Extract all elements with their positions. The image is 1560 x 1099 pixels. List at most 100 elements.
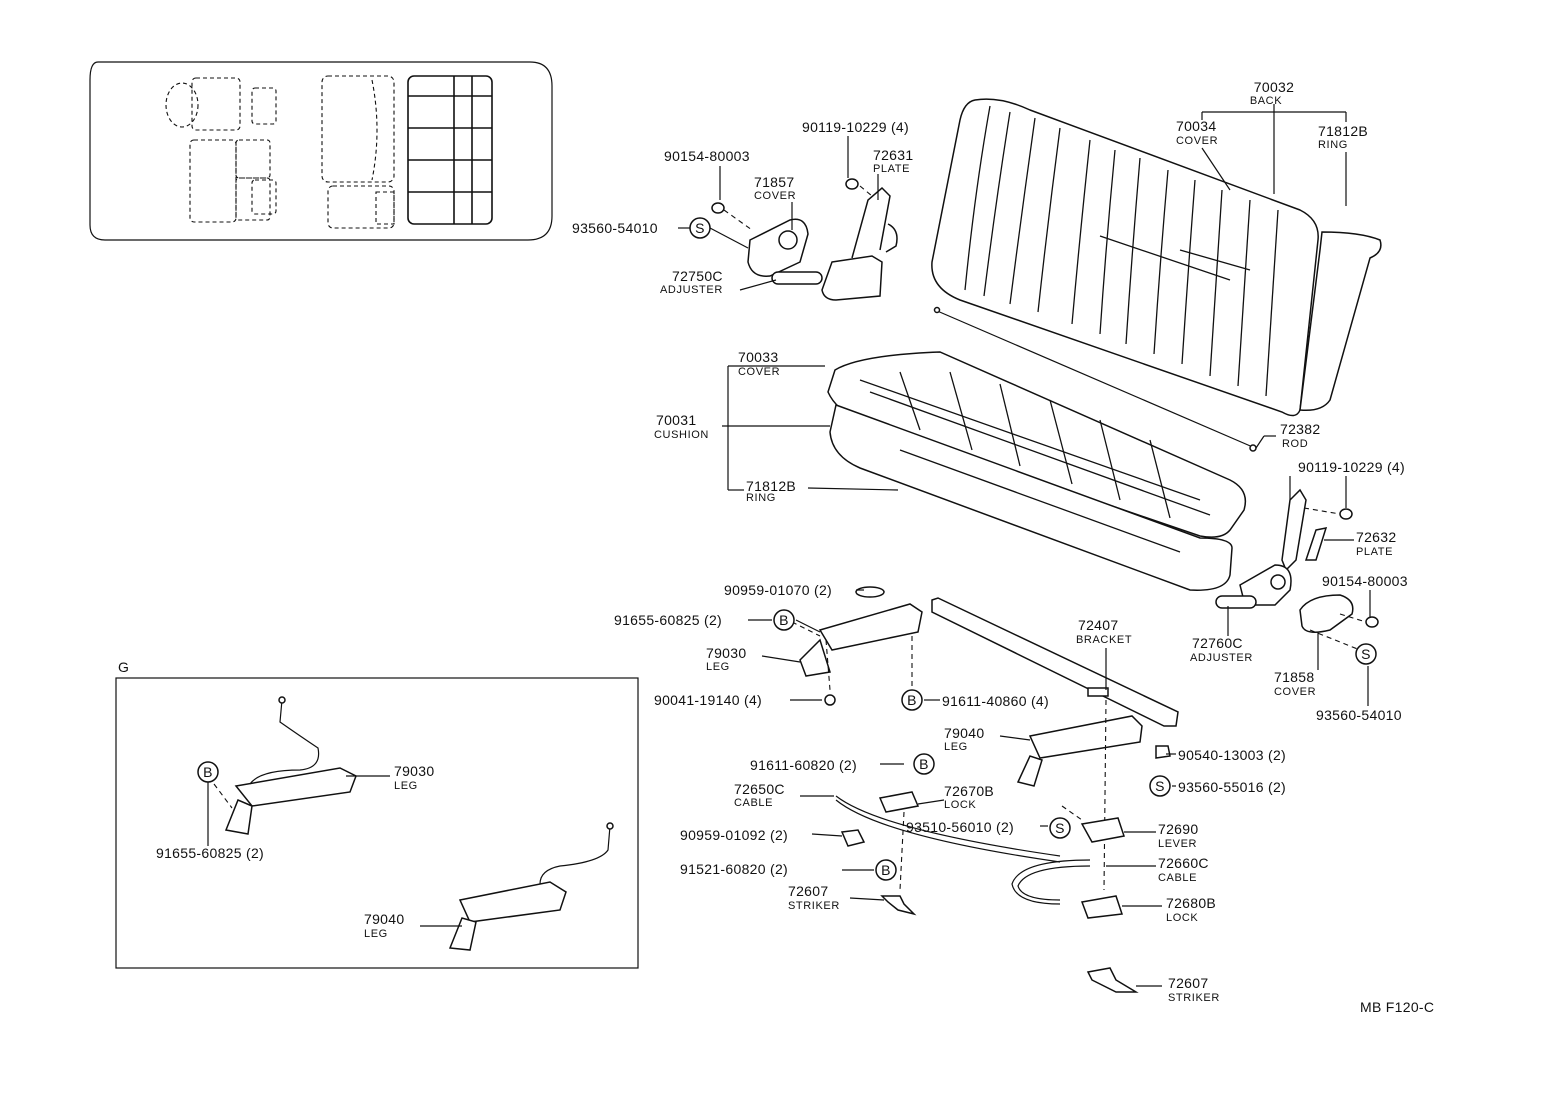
svg-text:72407: 72407	[1078, 617, 1118, 633]
callout-70034: 70034 COVER	[1176, 118, 1218, 147]
diagram-code: MB F120-C	[1360, 999, 1434, 1015]
svg-text:LEG: LEG	[944, 741, 968, 753]
callout-72650c: 72650C CABLE	[734, 781, 785, 809]
bolt-symbol: B	[773, 609, 795, 631]
callout-72670b: 72670B LOCK	[944, 783, 994, 811]
svg-text:72760C: 72760C	[1192, 635, 1243, 651]
svg-text:71812B: 71812B	[746, 478, 796, 494]
callout-71812b-back: 71812B RING	[1318, 123, 1368, 151]
screw-symbol: S	[1149, 775, 1171, 797]
svg-text:STRIKER: STRIKER	[1168, 992, 1220, 1004]
svg-text:72631: 72631	[873, 147, 913, 163]
callout-72690: 72690 LEVER	[1158, 821, 1198, 850]
part-labels: 70032 BACK 70034 COVER 71812B RING 90119…	[156, 79, 1434, 1015]
svg-text:71812B: 71812B	[1318, 123, 1368, 139]
callout-93560-55016: 93560-55016 (2)	[1178, 779, 1286, 795]
callout-91611-40860: 91611-40860 (4)	[942, 693, 1049, 709]
callout-71812b-cushion: 71812B RING	[746, 478, 796, 504]
svg-text:93560-55016 (2): 93560-55016 (2)	[1178, 779, 1286, 795]
svg-text:COVER: COVER	[754, 190, 796, 202]
callout-72760c: 72760C ADJUSTER	[1190, 635, 1252, 664]
svg-text:COVER: COVER	[1274, 686, 1316, 698]
svg-text:70034: 70034	[1176, 118, 1216, 134]
callout-72660c: 72660C CABLE	[1158, 855, 1209, 884]
callout-79030-inset: 79030 LEG	[394, 763, 434, 792]
svg-text:70031: 70031	[656, 412, 696, 428]
svg-text:BRACKET: BRACKET	[1076, 634, 1132, 646]
svg-text:93560-54010: 93560-54010	[1316, 707, 1402, 723]
svg-text:79040: 79040	[364, 911, 404, 927]
callout-93560-left: 93560-54010	[572, 220, 658, 236]
callout-72407: 72407 BRACKET	[1076, 617, 1132, 646]
svg-text:72670B: 72670B	[944, 783, 994, 799]
svg-text:91521-60820 (2): 91521-60820 (2)	[680, 861, 788, 877]
callout-90959-01070: 90959-01070 (2)	[724, 582, 832, 598]
svg-text:79040: 79040	[944, 725, 984, 741]
svg-text:S: S	[1055, 820, 1065, 836]
callout-91611-60820: 91611-60820 (2)	[750, 757, 857, 773]
svg-text:72632: 72632	[1356, 529, 1396, 545]
svg-text:LOCK: LOCK	[1166, 912, 1198, 924]
callout-90540: 90540-13003 (2)	[1178, 747, 1286, 763]
svg-text:72690: 72690	[1158, 821, 1198, 837]
svg-text:90041-19140 (4): 90041-19140 (4)	[654, 692, 762, 708]
svg-text:90959-01070 (2): 90959-01070 (2)	[724, 582, 832, 598]
svg-text:STRIKER: STRIKER	[788, 900, 840, 912]
svg-text:ROD: ROD	[1282, 438, 1308, 450]
left-hinge-parts	[711, 178, 898, 301]
callout-91655-inset: 91655-60825 (2)	[156, 845, 264, 861]
callout-72382: 72382 ROD	[1280, 421, 1320, 450]
svg-text:CABLE: CABLE	[734, 797, 773, 809]
svg-text:CUSHION: CUSHION	[654, 429, 709, 441]
callout-91655-upper: 91655-60825 (2)	[614, 612, 722, 628]
svg-text:COVER: COVER	[738, 366, 780, 378]
callout-70031: 70031 CUSHION	[654, 412, 709, 441]
svg-text:RING: RING	[1318, 139, 1348, 151]
seat-back-assembly	[827, 98, 1382, 591]
callout-93510: 93510-56010 (2)	[906, 819, 1014, 835]
svg-text:72650C: 72650C	[734, 781, 785, 797]
callout-72631: 72631 PLATE	[873, 147, 913, 175]
bolt-symbol: B	[197, 761, 219, 783]
screw-symbol: S	[1355, 643, 1377, 665]
svg-text:B: B	[203, 764, 213, 780]
svg-text:90540-13003 (2): 90540-13003 (2)	[1178, 747, 1286, 763]
svg-text:PLATE: PLATE	[873, 163, 910, 175]
svg-text:S: S	[695, 220, 705, 236]
svg-text:ADJUSTER: ADJUSTER	[660, 284, 723, 296]
svg-text:90119-10229 (4): 90119-10229 (4)	[1298, 459, 1405, 475]
screw-symbol: S	[1049, 817, 1071, 839]
leader-lines	[207, 104, 1371, 987]
svg-text:S: S	[1361, 646, 1371, 662]
callout-71857: 71857 COVER	[754, 174, 796, 202]
svg-text:LEG: LEG	[364, 928, 388, 940]
svg-text:91611-60820 (2): 91611-60820 (2)	[750, 757, 857, 773]
svg-text:93560-54010: 93560-54010	[572, 220, 658, 236]
svg-text:72382: 72382	[1280, 421, 1320, 437]
inset-g: G	[115, 659, 639, 969]
svg-text:72680B: 72680B	[1166, 895, 1216, 911]
screw-symbol: S	[689, 217, 711, 239]
callout-70033: 70033 COVER	[738, 349, 780, 378]
svg-text:90154-80003: 90154-80003	[1322, 573, 1408, 589]
svg-text:72607: 72607	[1168, 975, 1208, 991]
svg-text:91655-60825 (2): 91655-60825 (2)	[156, 845, 264, 861]
svg-text:S: S	[1155, 778, 1165, 794]
callout-90119-right: 90119-10229 (4)	[1298, 459, 1405, 475]
svg-text:70032: 70032	[1254, 79, 1294, 95]
svg-text:LEG: LEG	[706, 661, 730, 673]
callout-90154-left: 90154-80003	[664, 148, 750, 164]
callout-72607-left: 72607 STRIKER	[788, 883, 840, 912]
svg-text:71857: 71857	[754, 174, 794, 190]
svg-text:LEVER: LEVER	[1158, 838, 1197, 850]
callout-79040-main: 79040 LEG	[944, 725, 984, 753]
svg-text:79030: 79030	[394, 763, 434, 779]
right-hinge-parts	[1215, 488, 1379, 651]
callout-90959-01092: 90959-01092 (2)	[680, 827, 788, 843]
svg-text:LOCK: LOCK	[944, 799, 976, 811]
svg-text:B: B	[919, 756, 929, 772]
svg-text:90154-80003: 90154-80003	[664, 148, 750, 164]
callout-72680b: 72680B LOCK	[1166, 895, 1216, 924]
